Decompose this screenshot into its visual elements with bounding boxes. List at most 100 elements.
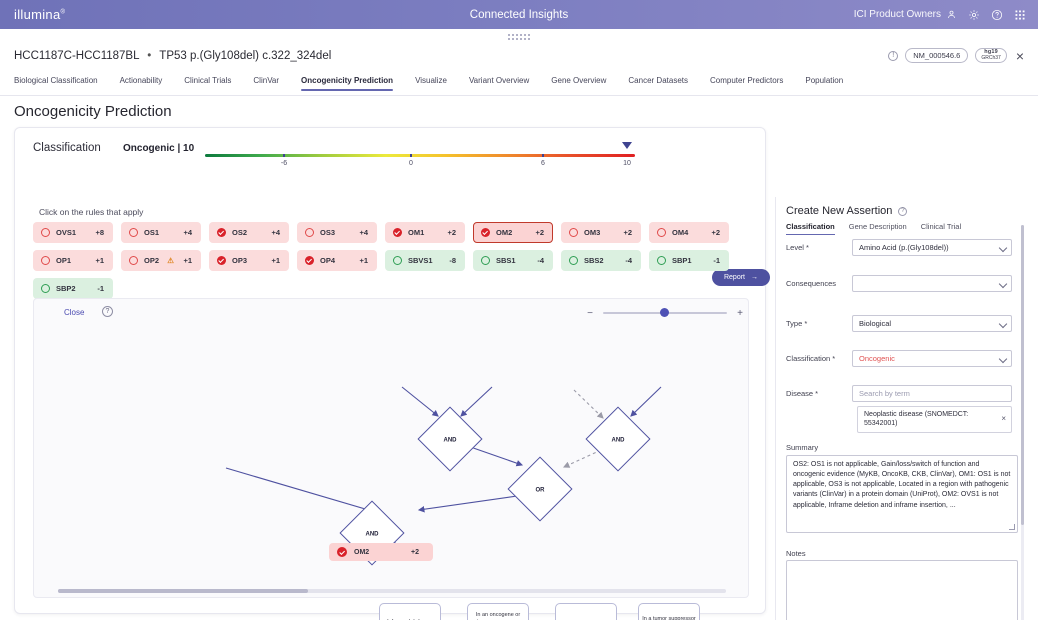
gear-icon[interactable]	[968, 9, 980, 21]
help-circle-icon[interactable]: ?	[102, 306, 113, 317]
zoom-thumb[interactable]	[660, 308, 670, 318]
close-icon[interactable]: ×	[1015, 47, 1024, 64]
assertion-tab-gene-description[interactable]: Gene Description	[848, 222, 907, 231]
flow-result-chip-om2[interactable]: OM2 +2	[329, 543, 433, 561]
classification-select[interactable]: Oncogenic	[852, 350, 1012, 367]
flowchart-toolbar: Close ? − +	[34, 299, 750, 327]
genome-build-pill[interactable]: hg19 GRCh37	[975, 48, 1007, 63]
rule-chip-os3[interactable]: OS3 +4	[297, 222, 377, 243]
score-scale: -6 0 6 10	[205, 142, 635, 172]
rule-chip-op2[interactable]: OP2 ⚠ +1	[121, 250, 201, 271]
rule-chip-om2[interactable]: OM2 +2	[473, 222, 553, 243]
circle-outline-icon	[657, 228, 666, 237]
summary-textarea[interactable]: OS2: OS1 is not applicable, Gain/loss/sw…	[786, 455, 1018, 533]
warning-icon: ⚠	[167, 256, 174, 265]
tab-clinvar[interactable]: ClinVar	[253, 76, 280, 85]
score-marker	[622, 142, 632, 149]
flow-node-stop-lost[interactable]: Stop lost	[555, 603, 617, 620]
chevron-down-icon	[998, 279, 1008, 289]
rule-chip-om1[interactable]: OM1 +2	[385, 222, 465, 243]
tab-population[interactable]: Population	[805, 76, 844, 85]
tab-cancer-datasets[interactable]: Cancer Datasets	[628, 76, 688, 85]
gate-label: OR	[535, 487, 545, 494]
panel-drag-handle[interactable]	[0, 31, 1038, 43]
tab-computer-predictors[interactable]: Computer Predictors	[710, 76, 784, 85]
illumina-logo[interactable]: illumina®	[14, 7, 66, 22]
brand-text: illumina	[14, 7, 61, 22]
rule-row-3: SBP2 -1	[33, 278, 749, 299]
assertion-panel-scrollbar[interactable]	[1021, 225, 1024, 620]
circle-outline-icon	[569, 228, 578, 237]
assertion-panel-title: Create New Assertion ?	[786, 205, 908, 217]
rule-chip-om3[interactable]: OM3 +2	[561, 222, 641, 243]
zoom-out-button[interactable]: −	[587, 307, 593, 319]
rule-chip-sbvs1[interactable]: SBVS1 -8	[385, 250, 465, 271]
transcript-label: NM_000546.6	[913, 51, 961, 60]
info-icon[interactable]: !	[888, 50, 899, 61]
scale-tick-label--6: -6	[280, 160, 288, 167]
rule-chip-om4[interactable]: OM4 +2	[649, 222, 729, 243]
flow-node-in-tumor-suppressor-gene[interactable]: In a tumor suppressor gene (MyKB, OncoKB…	[638, 603, 700, 620]
classification-value: Oncogenic | 10	[123, 143, 195, 154]
type-value: Biological	[859, 319, 892, 328]
zoom-track[interactable]	[603, 308, 727, 318]
rule-code: SBS2	[584, 256, 604, 265]
rule-chip-op4[interactable]: OP4 +1	[297, 250, 377, 271]
rule-code: OM1	[408, 228, 425, 237]
rule-row-2: OP1 +1 OP2 ⚠ +1 OP3 +1	[33, 250, 749, 271]
zoom-slider[interactable]: − +	[584, 306, 746, 320]
rule-chip-sbp1[interactable]: SBP1 -1	[649, 250, 729, 271]
circle-outline-icon	[129, 228, 138, 237]
field-classification: Classification * Oncogenic	[786, 350, 1018, 367]
tab-oncogenicity-prediction[interactable]: Oncogenicity Prediction	[301, 74, 404, 91]
rule-score: +2	[411, 548, 419, 556]
transcript-pill[interactable]: NM_000546.6	[905, 48, 969, 63]
circle-outline-icon	[41, 256, 50, 265]
scale-tick-0	[410, 154, 412, 157]
tab-gene-overview[interactable]: Gene Overview	[551, 76, 607, 85]
circle-outline-icon	[41, 284, 50, 293]
consequences-select[interactable]	[852, 275, 1012, 292]
help-icon[interactable]	[991, 9, 1003, 21]
rule-code: SBVS1	[408, 256, 433, 265]
remove-disease-icon[interactable]: ×	[1001, 414, 1006, 423]
separator-dot: •	[147, 49, 152, 62]
rule-chip-op3[interactable]: OP3 +1	[209, 250, 289, 271]
tab-clinical-trials[interactable]: Clinical Trials	[184, 76, 232, 85]
close-flowchart-button[interactable]: Close	[64, 308, 85, 317]
rule-chip-sbs2[interactable]: SBS2 -4	[561, 250, 641, 271]
account-menu[interactable]: ICI Product Owners	[854, 9, 957, 20]
section-tabs: Biological Classification Actionability …	[0, 74, 1038, 96]
tab-visualize[interactable]: Visualize	[415, 76, 447, 85]
rule-chip-ovs1[interactable]: OVS1 +8	[33, 222, 113, 243]
assertion-tab-classification[interactable]: Classification	[786, 222, 835, 235]
rule-chip-grid: OVS1 +8 OS1 +4 OS2 +4 O	[33, 222, 749, 306]
field-level: Level * Amino Acid (p.(Gly108del))	[786, 239, 1018, 256]
rule-chip-os1[interactable]: OS1 +4	[121, 222, 201, 243]
flow-node-inframe-del-ins[interactable]: Inframe deletion or inframe insertion	[379, 603, 441, 620]
flow-node-oncogene-or-tsg[interactable]: In an oncogene or tumor suppressor gene …	[467, 603, 529, 620]
rule-chip-op1[interactable]: OP1 +1	[33, 250, 113, 271]
rule-score: +1	[271, 256, 280, 265]
report-button[interactable]: Report →	[712, 269, 770, 286]
rule-code: SBP2	[56, 284, 76, 293]
notes-textarea[interactable]	[786, 560, 1018, 620]
rule-code: SBS1	[496, 256, 516, 265]
level-label: Level *	[786, 243, 809, 252]
tab-biological-classification[interactable]: Biological Classification	[14, 76, 98, 85]
assertion-tab-clinical-trial[interactable]: Clinical Trial	[920, 222, 962, 231]
type-select[interactable]: Biological	[852, 315, 1012, 332]
apps-grid-icon[interactable]	[1014, 9, 1026, 21]
tab-variant-overview[interactable]: Variant Overview	[468, 76, 530, 85]
help-circle-icon[interactable]: ?	[898, 206, 908, 216]
level-select[interactable]: Amino Acid (p.(Gly108del))	[852, 239, 1012, 256]
tab-actionability[interactable]: Actionability	[119, 76, 163, 85]
rule-chip-os2[interactable]: OS2 +4	[209, 222, 289, 243]
zoom-in-button[interactable]: +	[737, 307, 743, 319]
summary-label: Summary	[786, 443, 819, 452]
rule-chip-sbp2[interactable]: SBP2 -1	[33, 278, 113, 299]
flowchart-horizontal-scrollbar[interactable]	[58, 589, 726, 593]
rule-chip-sbs1[interactable]: SBS1 -4	[473, 250, 553, 271]
disease-search-input[interactable]: Search by term	[852, 385, 1012, 402]
scale-tick-label-6: 6	[541, 160, 545, 167]
